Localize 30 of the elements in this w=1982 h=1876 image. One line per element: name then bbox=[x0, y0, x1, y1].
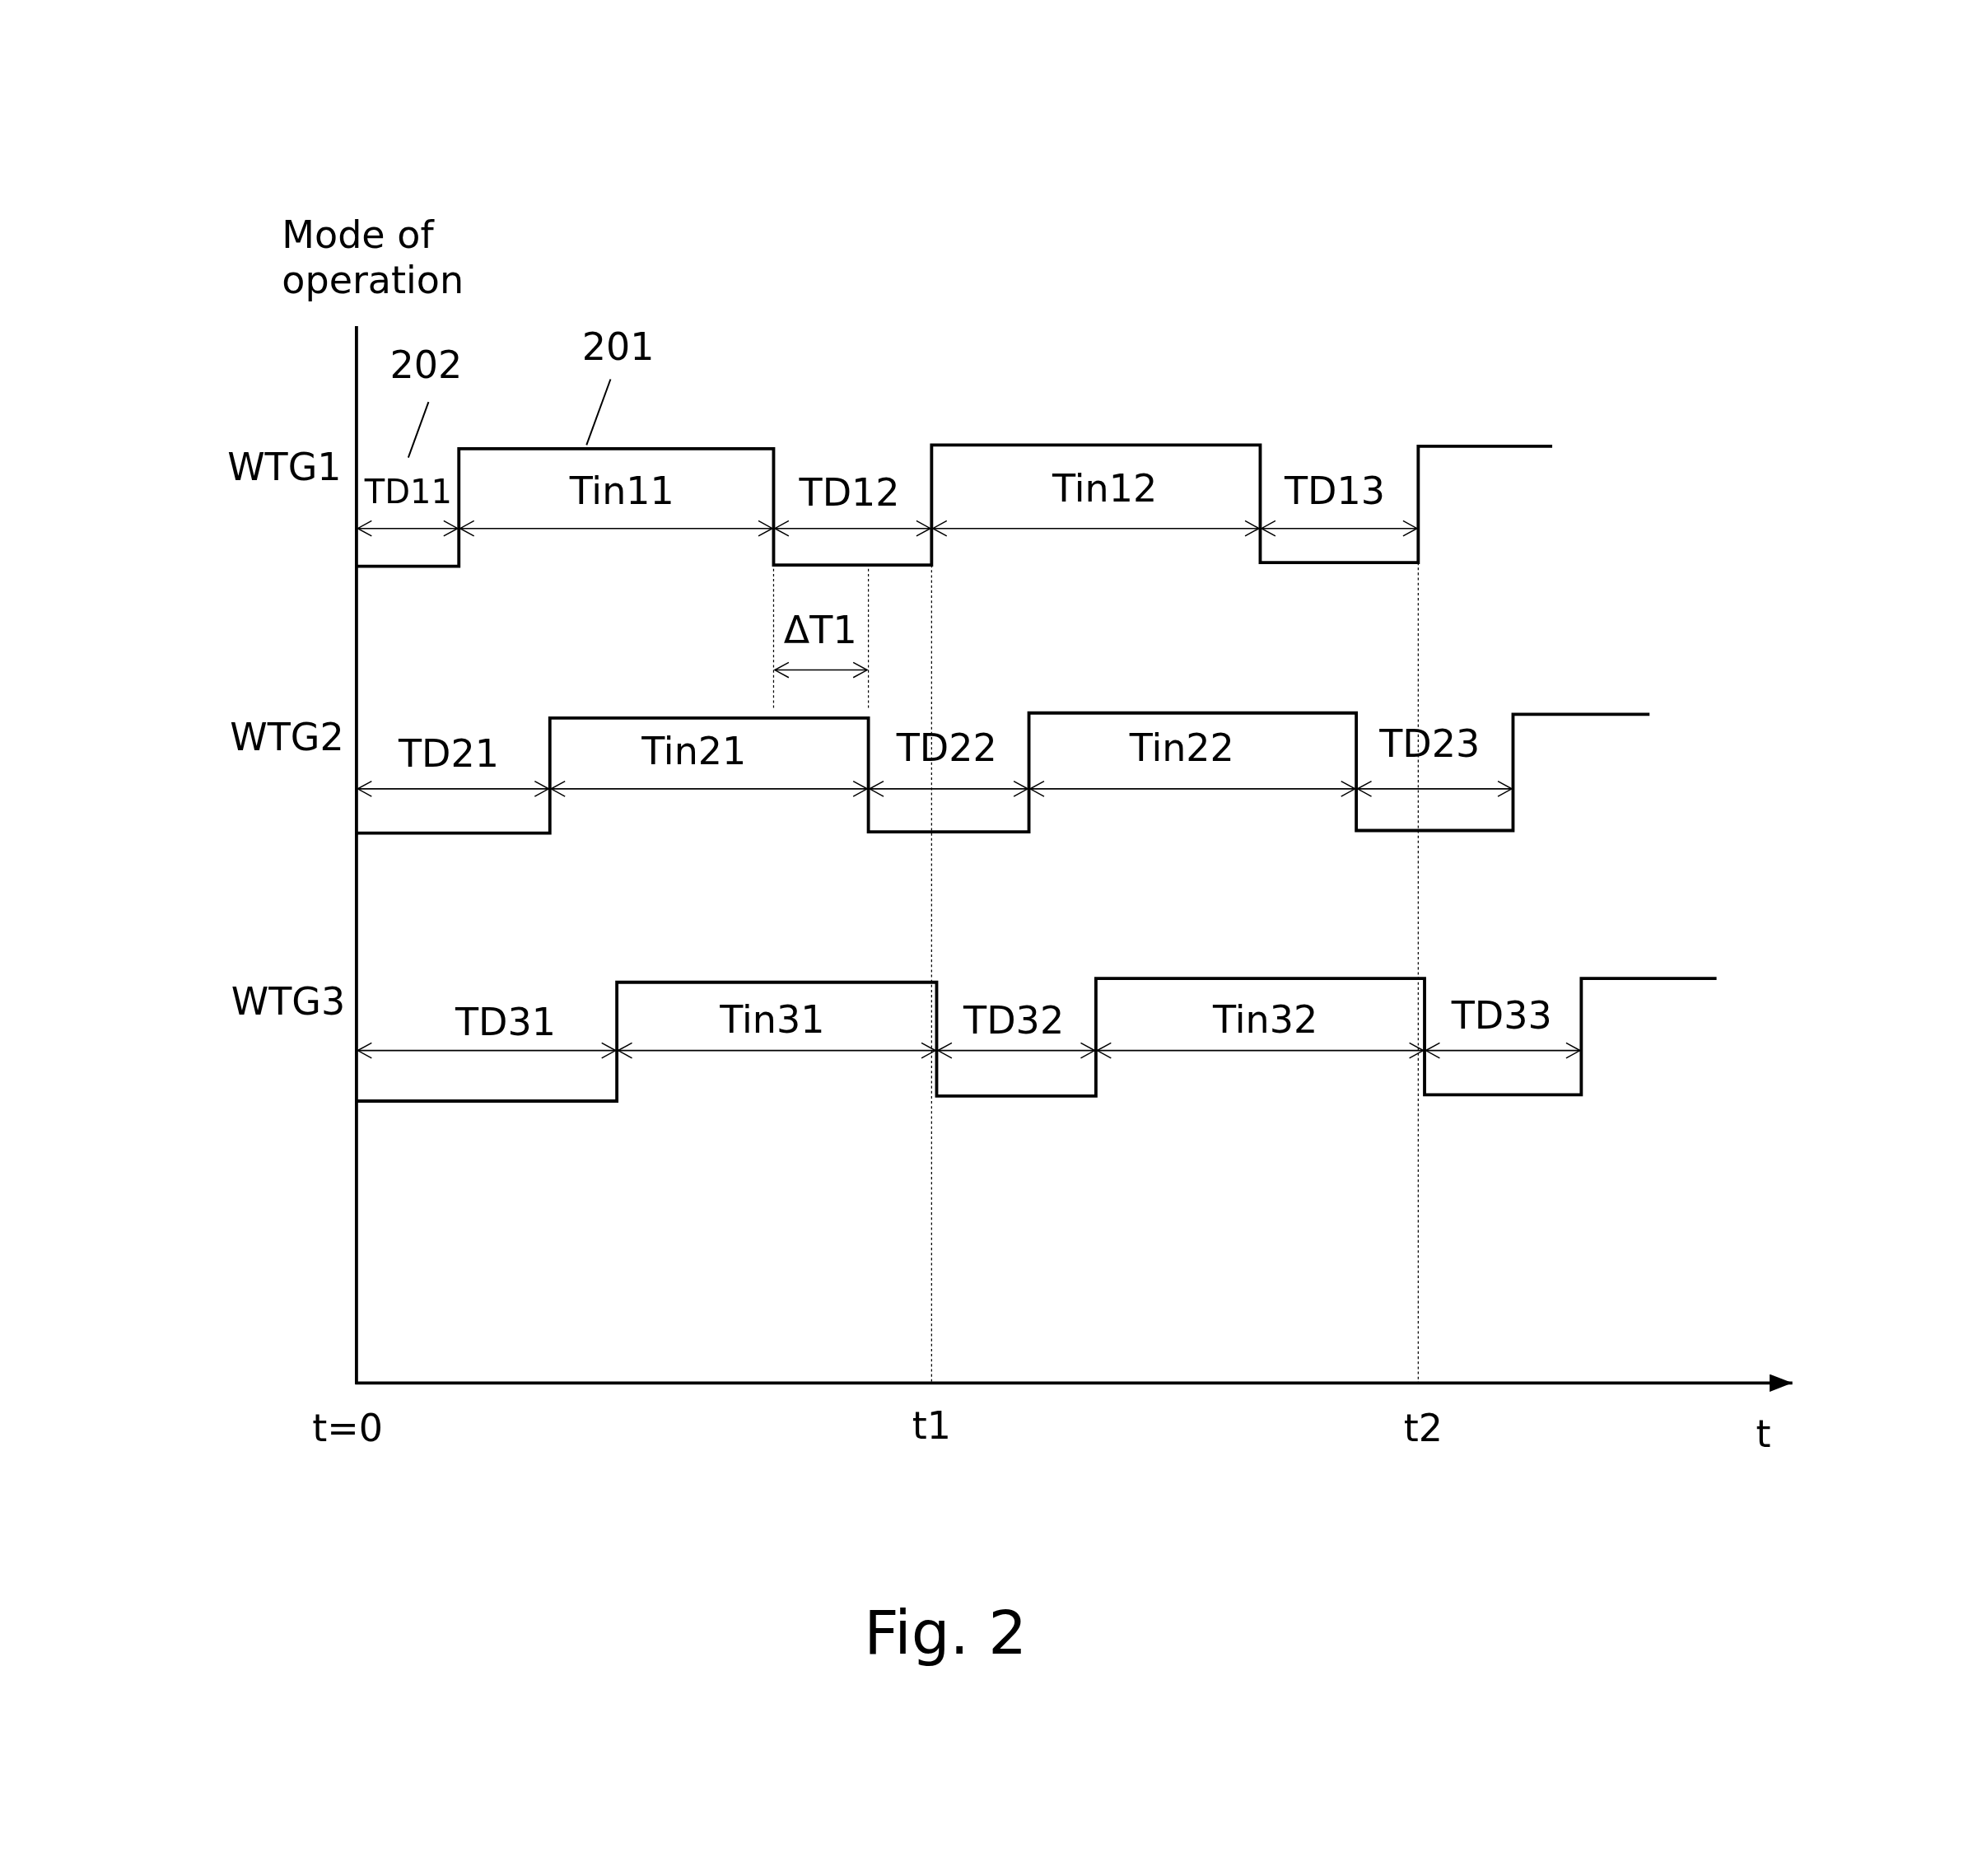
row-label: WTG1 bbox=[227, 445, 342, 491]
interval-label: TD31 bbox=[455, 1000, 557, 1046]
interval-label: TD33 bbox=[1451, 993, 1552, 1039]
figure-caption: Fig. 2 bbox=[864, 1597, 1028, 1670]
interval-label: TD13 bbox=[1285, 469, 1386, 515]
callout-number: 201 bbox=[581, 324, 655, 371]
interval-label: Tin31 bbox=[720, 997, 825, 1043]
interval-label: TD12 bbox=[799, 470, 900, 516]
leader-line bbox=[407, 401, 430, 459]
leader-line bbox=[585, 378, 612, 446]
mode-waveform bbox=[356, 443, 1553, 568]
interval-label: Tin12 bbox=[1052, 466, 1158, 512]
row-label: WTG3 bbox=[231, 979, 346, 1025]
interval-label: Tin11 bbox=[569, 469, 674, 515]
interval-label: Tin22 bbox=[1129, 726, 1234, 772]
tick-label: t1 bbox=[912, 1402, 951, 1449]
tick-label: t=0 bbox=[312, 1406, 384, 1452]
axis-label: t bbox=[1756, 1412, 1771, 1458]
callout-number: 202 bbox=[389, 343, 463, 389]
interval-label: Tin32 bbox=[1213, 997, 1318, 1043]
interval-label: TD32 bbox=[963, 998, 1065, 1044]
tick-label: t2 bbox=[1403, 1406, 1443, 1452]
interval-label: Tin21 bbox=[641, 729, 747, 775]
interval-label: TD23 bbox=[1379, 721, 1481, 768]
interval-label: TD11 bbox=[364, 472, 452, 512]
interval-label: TD21 bbox=[398, 731, 499, 778]
interval-label: ΔT1 bbox=[783, 608, 857, 654]
row-label: WTG2 bbox=[230, 715, 344, 762]
axis-title: Mode of operation bbox=[282, 212, 465, 304]
interval-label: TD22 bbox=[896, 726, 997, 772]
